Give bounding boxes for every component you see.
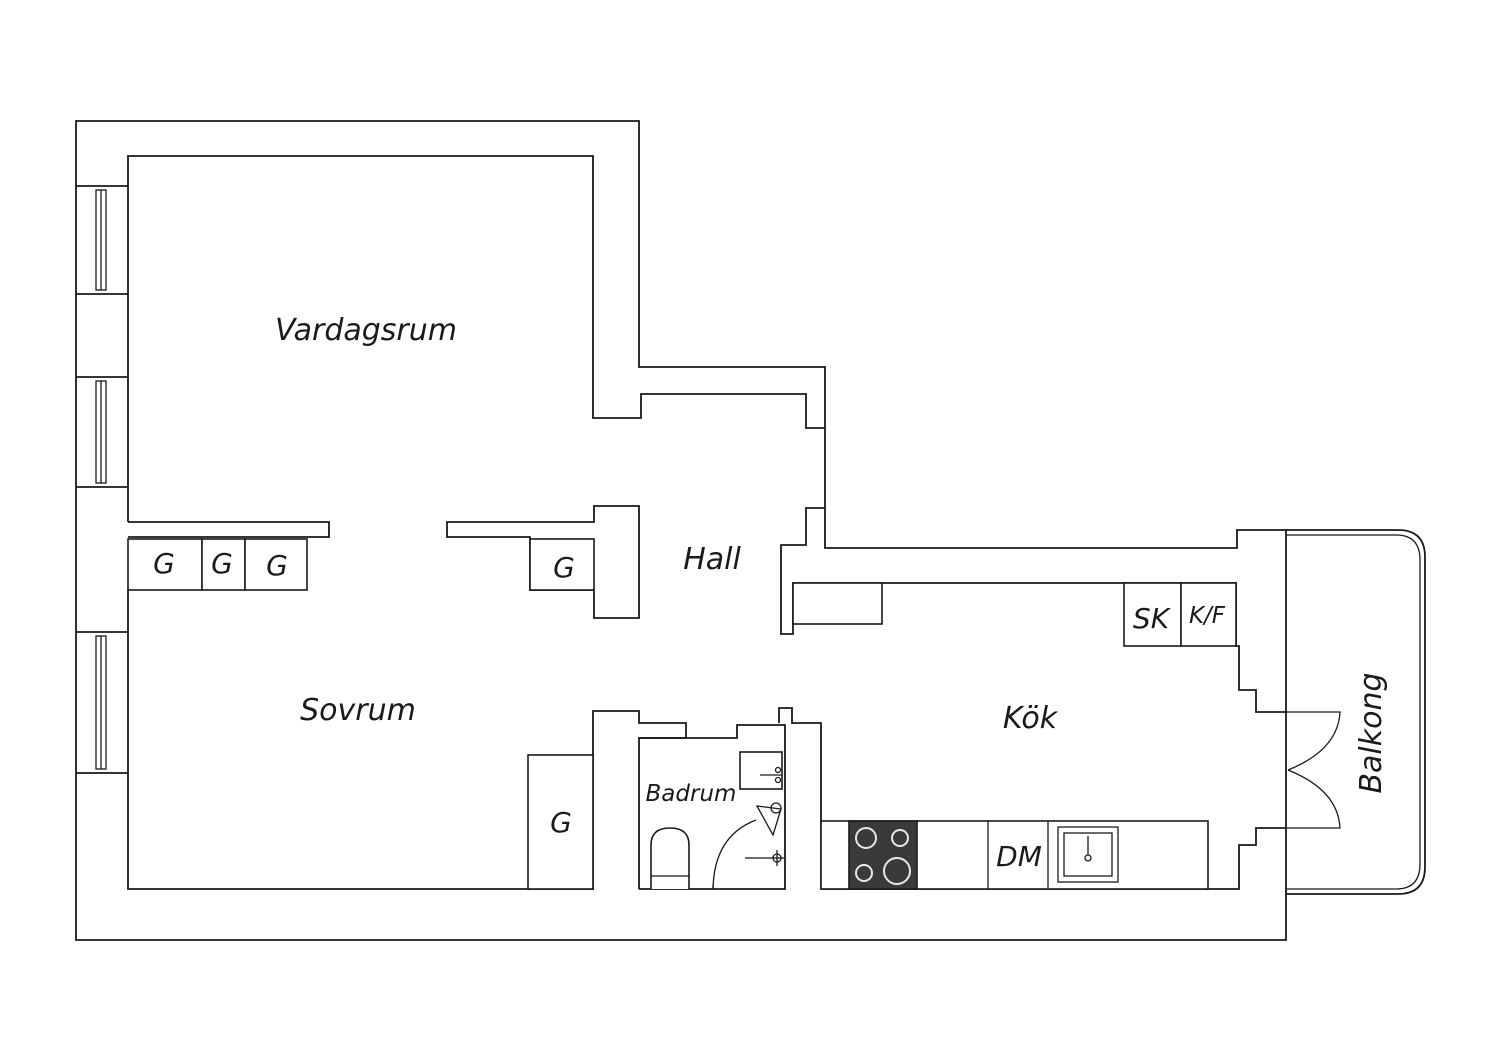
shower-icon: [745, 802, 785, 866]
refrigerator-unit: [1123, 582, 1182, 647]
sink-icon: [739, 751, 783, 790]
refrigerator-label: SK: [1133, 602, 1172, 635]
living-room-walls: [127, 155, 825, 522]
hall-cabinet: [792, 582, 883, 625]
room-label-badrum: Badrum: [646, 781, 737, 807]
wardrobe: [527, 754, 594, 890]
fridge-freezer-label: K/F: [1189, 603, 1226, 629]
wardrobe: [201, 538, 246, 591]
wardrobe-label: G: [153, 547, 175, 580]
wardrobe: [127, 538, 203, 591]
room-label-kok: Kök: [1003, 701, 1059, 736]
wardrobe: [244, 538, 308, 591]
wardrobe-label: G: [550, 806, 572, 839]
bathroom-walls: [639, 724, 786, 890]
wardrobe: [529, 538, 595, 591]
stove-icon: [848, 820, 918, 890]
fridge-freezer-unit: [1180, 582, 1237, 647]
kitchen-sink-icon: [1057, 826, 1119, 883]
door-swing-icon: [712, 819, 757, 890]
window-icon: [76, 376, 128, 488]
balcony-outline: [1286, 529, 1426, 895]
window-icon: [76, 185, 128, 295]
wardrobe-label: G: [211, 547, 233, 580]
kitchen-right-wall: [1208, 827, 1286, 890]
balcony-inner: [1286, 534, 1421, 890]
room-label-vardagsrum: Vardagsrum: [275, 313, 457, 348]
bathroom-right-wall: [778, 707, 822, 889]
dishwasher-label: DM: [996, 840, 1042, 873]
hall-divider-wall: [446, 505, 640, 619]
room-label-sovrum: Sovrum: [300, 693, 416, 728]
bedroom-walls: [127, 590, 687, 890]
wardrobe-label: G: [553, 551, 575, 584]
room-label-hall: Hall: [683, 542, 741, 577]
toilet-icon: [650, 827, 690, 889]
outer-wall: [75, 120, 1287, 941]
hall-right-wall: [780, 507, 1286, 713]
room-label-balkong: Balkong: [1354, 672, 1389, 793]
wardrobe-label: G: [266, 549, 288, 582]
window-icon: [76, 631, 128, 774]
living-room-bottom-wall: [128, 521, 330, 538]
door-swing-icon: [1286, 711, 1341, 829]
